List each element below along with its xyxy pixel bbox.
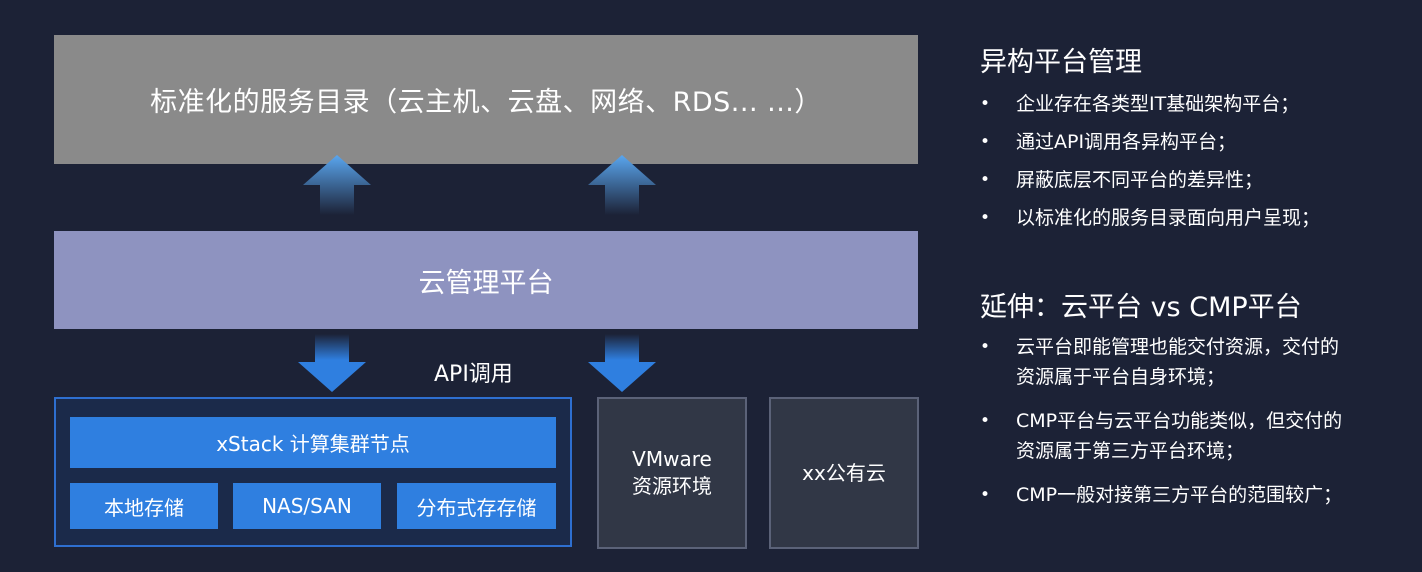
up-arrow-left-icon (303, 155, 371, 215)
list-item-line1: CMP平台与云平台功能类似，但交付的 (1016, 410, 1343, 432)
heterogeneous-platform-list: 企业存在各类型IT基础架构平台； 通过API调用各异构平台； 屏蔽底层不同平台的… (980, 90, 1410, 242)
service-catalog-box: 标准化的服务目录（云主机、云盘、网络、RDS... ...） (54, 35, 918, 164)
storage-distributed-box: 分布式存存储 (397, 483, 556, 529)
down-arrow-right-icon (588, 334, 656, 392)
storage-nas-san-label: NAS/SAN (262, 494, 352, 518)
service-catalog-label: 标准化的服务目录（云主机、云盘、网络、RDS... ...） (150, 87, 822, 118)
list-item: CMP平台与云平台功能类似，但交付的 资源属于第三方平台环境； (980, 406, 1410, 466)
down-arrow-left-icon (298, 334, 366, 392)
list-item-line1: CMP一般对接第三方平台的范围较广； (1016, 484, 1343, 506)
storage-local-box: 本地存储 (70, 483, 218, 529)
xstack-cluster-node-label: xStack 计算集群节点 (216, 432, 410, 456)
list-item-line2: 资源属于平台自身环境； (1016, 366, 1226, 388)
xstack-cluster-node-box: xStack 计算集群节点 (70, 417, 556, 468)
list-item: 以标准化的服务目录面向用户呈现； (980, 204, 1410, 242)
public-cloud-box: xx公有云 (769, 397, 919, 549)
list-item: 通过API调用各异构平台； (980, 128, 1410, 166)
storage-local-label: 本地存储 (104, 495, 184, 520)
vmware-label-line2: 资源环境 (632, 474, 712, 498)
cloud-management-platform-box: 云管理平台 (54, 231, 918, 329)
list-item: CMP一般对接第三方平台的范围较广； (980, 480, 1410, 510)
cloud-management-platform-label: 云管理平台 (418, 267, 554, 299)
up-arrow-right-icon (588, 155, 656, 215)
heterogeneous-platform-title: 异构平台管理 (980, 47, 1142, 78)
list-item: 云平台即能管理也能交付资源，交付的 资源属于平台自身环境； (980, 332, 1410, 392)
vmware-resource-box: VMware 资源环境 (597, 397, 747, 549)
api-call-label: API调用 (434, 362, 513, 387)
storage-distributed-label: 分布式存存储 (416, 495, 537, 520)
list-item: 屏蔽底层不同平台的差异性； (980, 166, 1410, 204)
list-item: 企业存在各类型IT基础架构平台； (980, 90, 1410, 128)
public-cloud-label: xx公有云 (802, 460, 886, 485)
extension-title: 延伸：云平台 vs CMP平台 (980, 292, 1302, 323)
list-item-line2: 资源属于第三方平台环境； (1016, 440, 1245, 462)
list-item-line1: 云平台即能管理也能交付资源，交付的 (1016, 336, 1340, 358)
storage-nas-san-box: NAS/SAN (233, 483, 381, 529)
vmware-label-line1: VMware (632, 447, 712, 471)
extension-list: 云平台即能管理也能交付资源，交付的 资源属于平台自身环境； CMP平台与云平台功… (980, 332, 1410, 524)
